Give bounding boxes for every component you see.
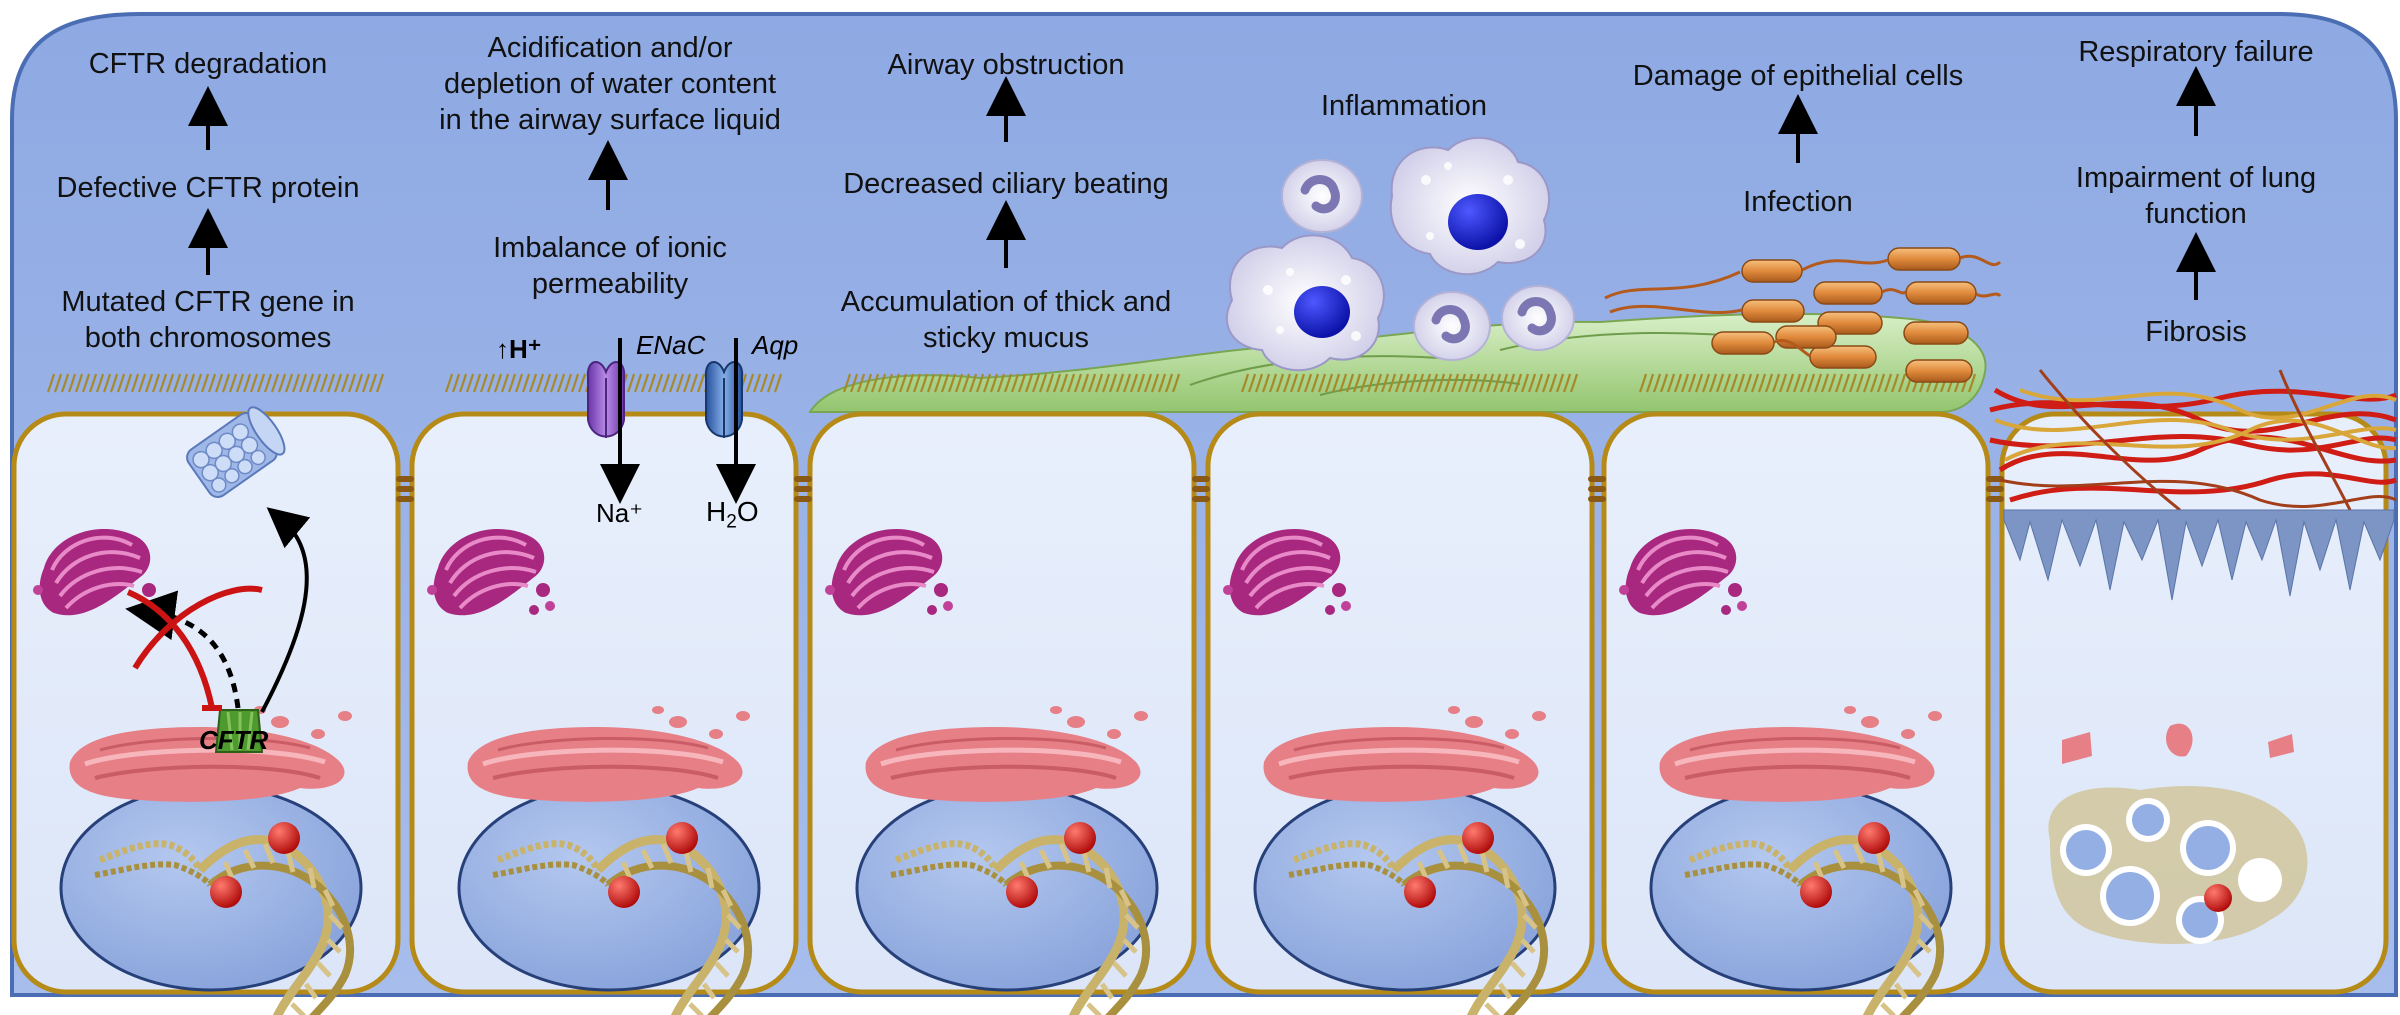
bacteria-icon xyxy=(1604,247,2002,383)
label-cftr: CFTR xyxy=(199,725,269,755)
label-mutated-cftr-gene-1: Mutated CFTR gene in xyxy=(61,286,355,318)
label-damage-epithelial: Damage of epithelial cells xyxy=(1632,60,1964,92)
label-acidification-2: depletion of water content xyxy=(443,68,777,100)
label-impairment-2: function xyxy=(2145,198,2247,230)
label-cftr-degradation: CFTR degradation xyxy=(88,48,328,80)
label-ionic-imbalance-1: Imbalance of ionic xyxy=(493,232,727,264)
macrophage-icon xyxy=(1226,136,1550,372)
cftr-protein-icon xyxy=(214,709,264,753)
collagen-icon xyxy=(1989,369,2397,601)
label-airway-obstruction: Airway obstruction xyxy=(887,49,1125,81)
label-ionic-imbalance-2: permeability xyxy=(531,268,689,300)
label-aqp: Aqp xyxy=(752,330,799,360)
label-h2o: H2O xyxy=(706,496,759,534)
label-impairment-1: Impairment of lung xyxy=(2075,162,2317,194)
label-inflammation: Inflammation xyxy=(1320,90,1487,122)
label-decreased-ciliary-beating: Decreased ciliary beating xyxy=(843,168,1169,200)
enac-channel-icon xyxy=(586,361,626,438)
proteasome-icon xyxy=(186,406,286,498)
h2o-sub: 2 xyxy=(726,511,737,533)
label-enac: ENaC xyxy=(636,330,706,360)
label-acidification-3: in the airway surface liquid xyxy=(439,104,781,136)
neutrophil-icon xyxy=(1281,159,1575,361)
aqp-channel-icon xyxy=(704,361,744,438)
label-acidification-1: Acidification and/or xyxy=(487,32,733,64)
h2o-h: H xyxy=(706,496,727,527)
label-na-plus: Na⁺ xyxy=(596,498,643,528)
label-respiratory-failure: Respiratory failure xyxy=(2078,36,2314,68)
h2o-o: O xyxy=(736,496,759,527)
label-mucus-2: sticky mucus xyxy=(923,322,1089,354)
label-h-plus: ↑H⁺ xyxy=(496,334,542,364)
label-fibrosis: Fibrosis xyxy=(2145,316,2247,348)
label-defective-cftr-protein: Defective CFTR protein xyxy=(56,172,360,204)
label-mucus-1: Accumulation of thick and xyxy=(840,286,1172,318)
label-mutated-cftr-gene-2: both chromosomes xyxy=(84,322,332,354)
degraded-nucleus xyxy=(2048,723,2308,944)
label-infection: Infection xyxy=(1743,186,1853,218)
